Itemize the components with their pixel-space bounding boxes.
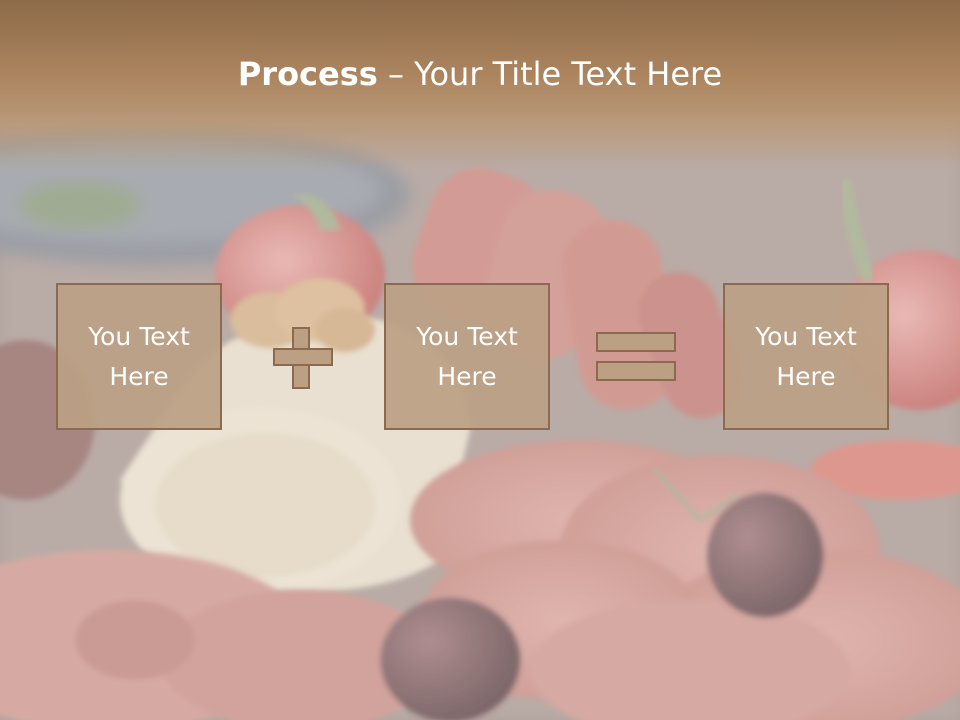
process-box-2: You Text Here: [384, 283, 550, 430]
slide-title: Process – Your Title Text Here: [0, 52, 960, 96]
title-rest: – Your Title Text Here: [377, 55, 723, 93]
process-box-2-text: You Text Here: [416, 321, 518, 391]
process-box-3: You Text Here: [723, 283, 889, 430]
equals-icon-bottom-bar: [596, 361, 676, 381]
process-box-3-text: You Text Here: [755, 321, 857, 391]
plus-icon-core: [294, 350, 308, 364]
title-band: [0, 0, 960, 170]
equals-icon-top-bar: [596, 332, 676, 352]
process-box-1-text: You Text Here: [88, 321, 190, 391]
process-box-1: You Text Here: [56, 283, 222, 430]
title-bold: Process: [237, 55, 378, 93]
